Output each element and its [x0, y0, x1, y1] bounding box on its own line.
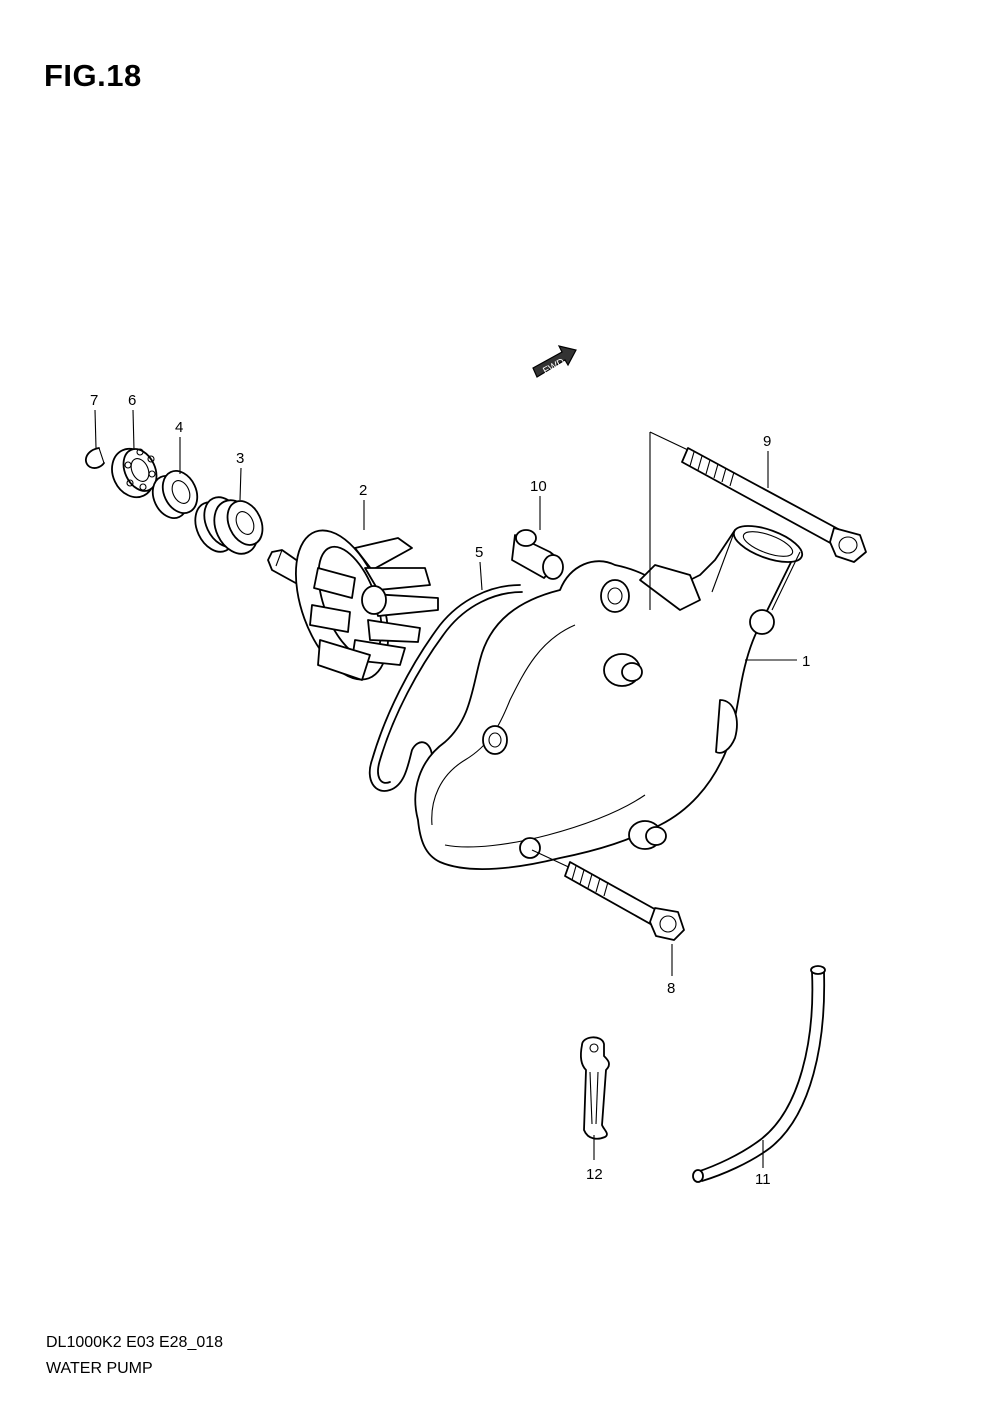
dowel-pin-part-10 — [511, 529, 564, 580]
water-pump-case-part-1 — [414, 525, 804, 870]
circlip-part-7 — [85, 447, 105, 469]
hose-part-11 — [692, 965, 826, 1183]
leader-lines — [94, 409, 797, 1168]
fwd-arrow-icon: FWD — [532, 345, 577, 378]
callout-11: 11 — [755, 1171, 771, 1188]
callout-3: 3 — [236, 450, 244, 467]
oil-seal-part-4 — [151, 470, 199, 519]
model-code: DL1000K2 E03 E28_018 — [46, 1334, 224, 1351]
fwd-label: FWD — [541, 357, 566, 377]
impeller-part-2 — [267, 529, 439, 681]
clamp-part-12 — [579, 1036, 610, 1140]
short-bolt-part-8 — [531, 849, 685, 941]
callout-4: 4 — [175, 419, 183, 436]
long-bolt-part-9 — [649, 431, 867, 610]
callout-8: 8 — [667, 980, 675, 997]
callout-1: 1 — [802, 653, 810, 670]
callout-5: 5 — [475, 544, 483, 561]
callout-2: 2 — [359, 482, 367, 499]
diagram-name: WATER PUMP — [46, 1360, 153, 1377]
mechanical-seal-part-3 — [194, 496, 264, 555]
callout-10: 10 — [530, 478, 547, 495]
bearing-part-6 — [111, 447, 158, 499]
callout-6: 6 — [128, 392, 136, 409]
callout-9: 9 — [763, 433, 771, 450]
callout-7: 7 — [90, 392, 98, 409]
callout-12: 12 — [586, 1166, 603, 1183]
figure-title: FIG.18 — [44, 58, 142, 93]
